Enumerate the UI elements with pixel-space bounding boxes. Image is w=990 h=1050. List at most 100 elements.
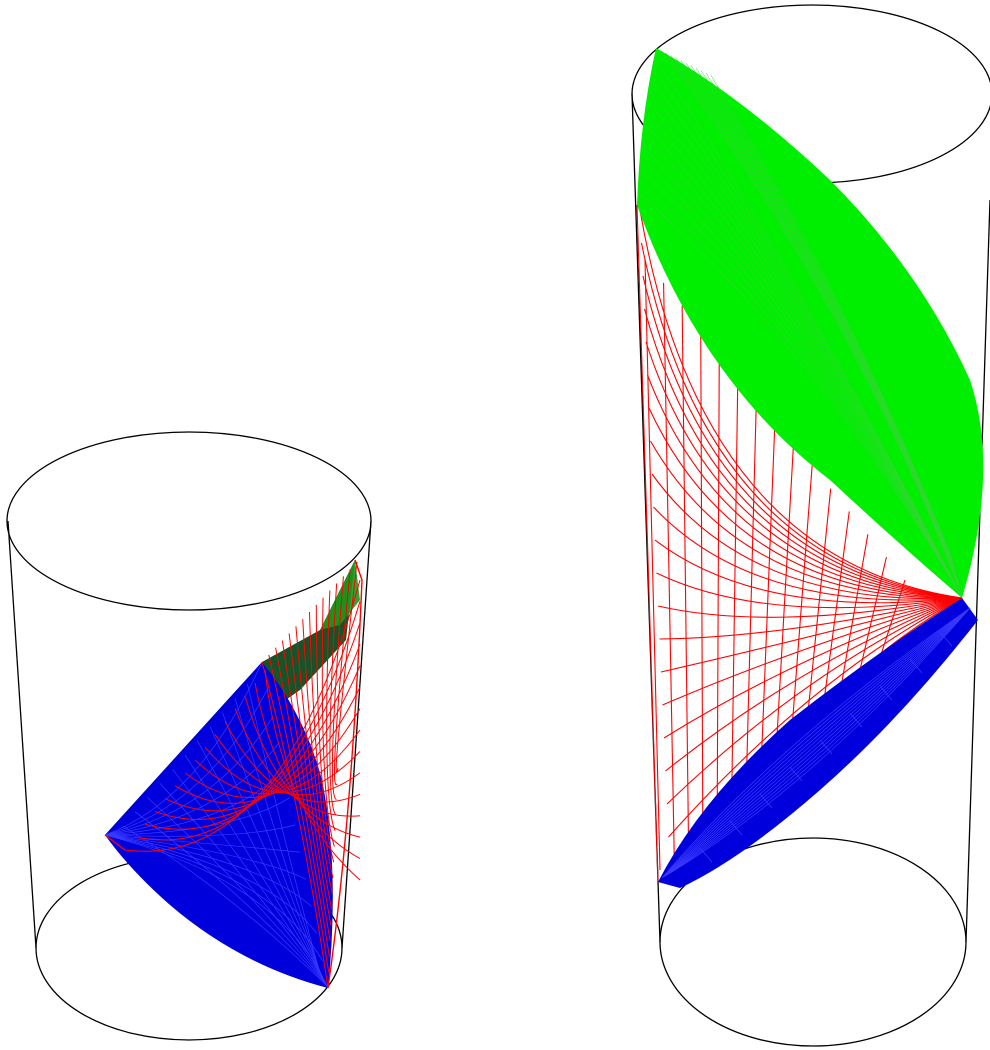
green-wire-arc [660,50,962,595]
red-wire-arc [654,539,963,604]
red-wire-arc [663,597,963,739]
blue-wire-arc [247,684,320,970]
red-wire-arc [657,597,963,618]
red-wire-rule [700,328,704,838]
red-wire-arc [254,682,361,860]
red-wire-arc [164,665,361,812]
green-wire-arc [710,75,954,562]
red-wire-rule [716,351,720,828]
blue-wire-rule [849,712,863,728]
red-wire-arc [645,341,963,599]
green-wire-arc [649,103,963,599]
blue-wire-rule [879,685,893,701]
red-wire-rule [331,576,344,800]
blue-wire-arc [122,825,328,987]
green-wire-arc [644,148,963,599]
green-wire-arc [651,81,963,599]
green-wire-arc [685,62,958,579]
red-wire-rule [335,561,358,773]
right-cylinder-right-edge [965,199,990,943]
right-green-surface [637,48,984,598]
red-wire-rule [288,633,332,926]
blue-wire-rule [909,658,923,674]
red-wire-arc [134,601,361,841]
green-wire-arc [700,70,955,569]
red-wire-edge [636,204,659,883]
left-red-wireframe-surface [124,561,361,989]
red-wire-arc [154,644,361,820]
right-blue-wire-mesh [661,607,971,879]
red-wire-arc [668,597,963,838]
blue-wire-arc [209,726,322,975]
blue-wire-arc [104,661,263,836]
blue-wire-arc [147,797,326,984]
red-wire-arc [659,597,963,640]
blue-wire-arc [197,740,323,977]
blue-wire-arc [667,607,971,875]
blue-wire-arc [104,834,312,907]
red-wire-arc [224,721,361,803]
red-wire-arc [648,407,963,599]
left-blue-surface [105,662,333,988]
green-wire-arc [705,72,954,565]
blue-wire-rule [759,793,773,809]
red-wire-arc [214,734,361,796]
right-red-wireframe-surface [636,204,963,883]
blue-wire-arc [104,834,318,934]
green-wire-arc [690,65,957,575]
red-wire-rule [333,569,351,786]
red-wire-rule [745,397,757,806]
red-wire-arc [643,308,963,599]
green-wire-arc [680,60,959,582]
green-wire-arc [653,70,963,599]
blue-wire-arc [134,811,327,985]
blue-wire-arc [663,607,971,878]
red-wire-arc [244,695,361,838]
blue-wire-rule [699,847,713,863]
red-wire-arc [639,209,963,599]
right-green-wire-mesh [639,50,963,599]
left-cylinder-left-edge [7,520,37,949]
red-wire-arc [665,597,963,772]
right-cylinder-panel [631,4,990,1047]
green-wire-arc [670,55,960,589]
left-cylinder-top-rim [6,431,372,611]
green-wire-arc [646,126,963,599]
green-wire-arc [648,115,963,599]
red-wire-arc [234,708,361,817]
blue-wire-arc [104,743,279,836]
red-wire-rule [309,611,334,879]
blue-wire-arc [172,768,325,980]
left-red-surface-edge [104,559,363,989]
red-wire-arc [264,669,361,881]
green-wire-arc [639,193,963,599]
blue-wire-arc [234,698,320,972]
blue-wire-arc [222,712,321,974]
red-wire-arc [650,440,963,599]
green-wire-arc [675,57,959,585]
blue-wire-rule [789,766,803,782]
green-wire-arc [640,182,963,599]
red-wire-rule [302,619,333,894]
blue-wire-rule [819,739,833,755]
green-wire-arc [642,159,963,599]
red-wire-rule [730,374,739,817]
red-wire-rule [329,583,338,816]
red-wire-rule [281,640,331,941]
red-wire-rule [759,419,776,796]
blue-wire-rule [729,820,743,836]
blue-wire-arc [104,824,296,837]
blue-wire-arc [668,607,971,875]
red-wire-rule [268,654,330,973]
red-wire-arc [144,622,361,830]
blue-wire-arc [670,607,971,873]
blue-wire-arc [159,783,325,982]
red-wire-arc [124,579,361,852]
blue-wire-arc [662,607,971,878]
blue-wire-arc [661,607,971,879]
red-wire-rule [663,282,675,860]
green-wire-arc [665,52,961,592]
red-wire-arc [660,597,963,673]
